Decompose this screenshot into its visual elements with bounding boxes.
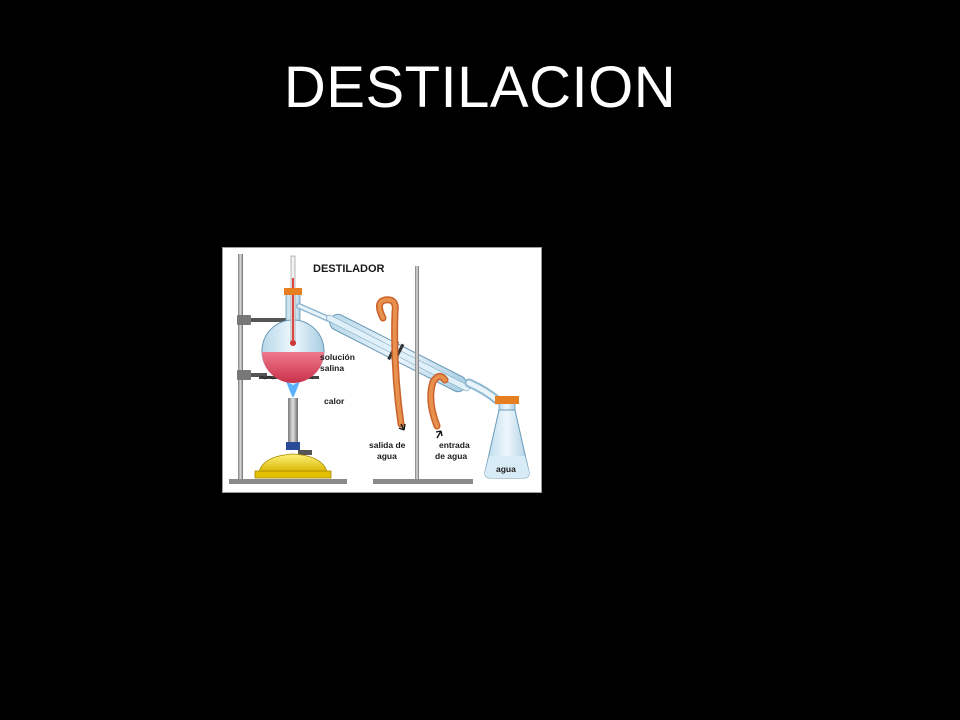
water-hoses — [376, 296, 449, 439]
label-solucion-line2: salina — [320, 363, 344, 373]
flame-icon — [285, 378, 301, 398]
salt-solution-liquid — [262, 352, 324, 383]
burner-valve — [286, 442, 300, 450]
round-bottom-flask — [261, 255, 325, 383]
label-salida-line2: agua — [377, 451, 397, 461]
lower-clamp — [237, 373, 267, 377]
right-stand-rod — [415, 266, 419, 482]
diagram-title: DESTILADOR — [313, 263, 385, 275]
label-salida-line1: salida de — [369, 440, 406, 450]
inlet-arrow-icon — [435, 430, 443, 439]
label-entrada-line1: entrada — [439, 440, 470, 450]
distilled-water — [484, 456, 530, 478]
burner-tube — [288, 398, 298, 444]
right-stand-base — [373, 479, 473, 484]
label-solucion-line1: solución — [320, 352, 355, 362]
flask-stopper — [284, 288, 302, 295]
receiver-stopper — [495, 396, 519, 404]
bunsen-burner — [254, 378, 332, 479]
left-stand-rod — [238, 254, 243, 482]
distillation-svg: DESTILADOR solución salina calor salida … — [229, 254, 530, 484]
label-entrada-line2: de agua — [435, 451, 467, 461]
upper-clamp — [237, 318, 297, 322]
slide-title: DESTILACION — [283, 55, 677, 120]
erlenmeyer-flask — [484, 396, 530, 479]
distillation-diagram: DESTILADOR solución salina calor salida … — [222, 247, 542, 493]
left-stand-base — [229, 479, 347, 484]
label-agua: agua — [496, 464, 516, 474]
burner-base — [258, 453, 328, 473]
label-calor: calor — [324, 396, 345, 406]
right-stand — [373, 266, 473, 484]
outlet-arrow-icon — [398, 423, 406, 431]
